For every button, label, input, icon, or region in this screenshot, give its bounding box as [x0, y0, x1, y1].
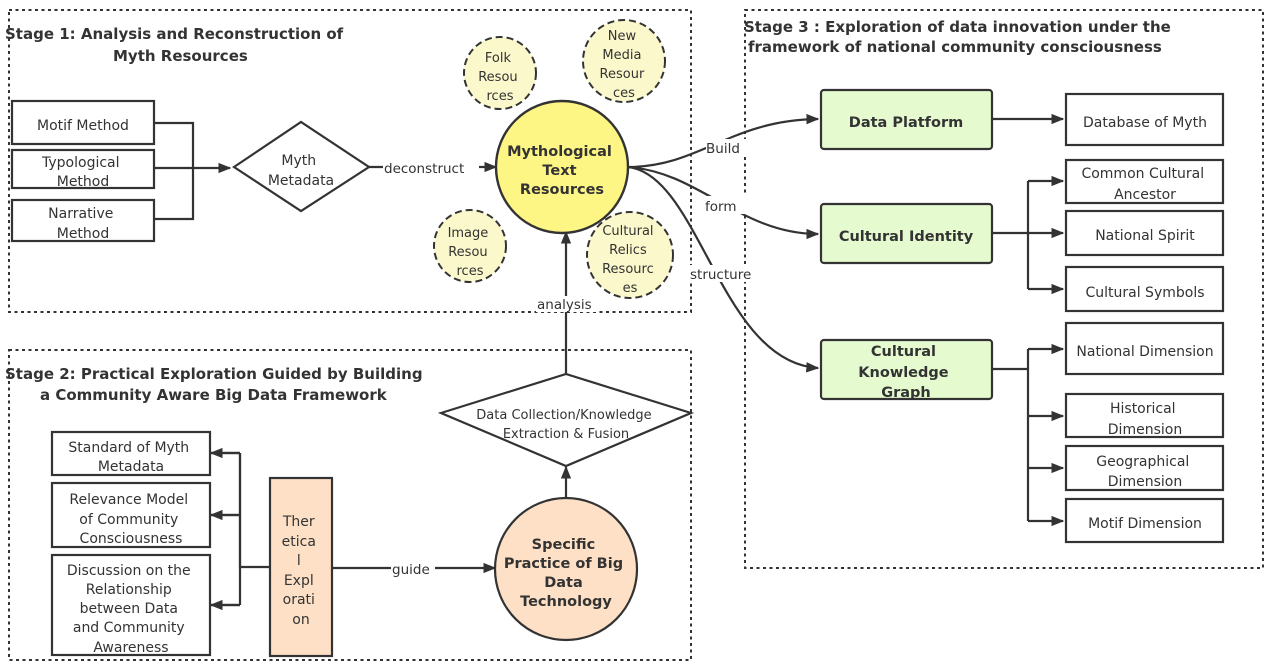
form-label: form	[705, 199, 736, 215]
svg-text:Common Cultural Ancestor: Common Cultural Ancestor	[1081, 166, 1208, 203]
cultural-identity-node[interactable]: Cultural Identity	[819, 202, 994, 265]
national-dimension-box[interactable]: National Dimension	[1064, 321, 1225, 376]
svg-text:Discussion on the Relati: Discussion on the Relationship between D…	[67, 563, 195, 656]
geographical-dimension-box[interactable]: Geographical Dimension	[1064, 444, 1225, 492]
cultural-knowledge-graph-node[interactable]: Cultural Knowledge Graph	[819, 338, 994, 401]
relevance-model-box[interactable]: Relevance Model of Community Consciousne…	[50, 481, 212, 549]
svg-text:Specific Practice of Big: Specific Practice of Big Data Technology	[504, 537, 628, 610]
svg-text:Standard of Myth Metadat: Standard of Myth Metadata	[68, 440, 193, 475]
deconstruct-label: deconstruct	[384, 161, 464, 177]
stage1-container	[8, 9, 692, 313]
svg-text:Cultural Symbols: Cultural Symbols	[1085, 285, 1204, 301]
svg-text:Motif Method: Motif Method	[37, 118, 129, 134]
folk-resources-bubble[interactable]: Folk Resou rces	[463, 36, 537, 110]
discussion-relationship-box[interactable]: Discussion on the Relationship between D…	[50, 553, 212, 657]
analysis-label: analysis	[537, 297, 592, 313]
stage2-container	[8, 349, 692, 661]
big-data-practice-node[interactable]: Specific Practice of Big Data Technology	[493, 496, 639, 642]
svg-text:Narrative Method: Narrative Method	[48, 206, 118, 242]
svg-text:Myth Metadata: Myth Metadata	[268, 153, 334, 189]
svg-text:Image Resou rces: Image Resou rces	[448, 226, 493, 279]
svg-text:Mythological Text: Mythological Text Resources	[507, 144, 617, 198]
method-box-narrative[interactable]: Narrative Method	[10, 198, 156, 243]
svg-text:National Spirit: National Spirit	[1095, 228, 1195, 244]
svg-text:Data Collection/Knowledge: Data Collection/Knowledge Extraction & F…	[476, 408, 655, 442]
svg-text:Motif Dimension: Motif Dimension	[1088, 516, 1202, 532]
national-spirit-box[interactable]: National Spirit	[1064, 209, 1225, 257]
svg-text:Ther etica l: Ther etica l Expl orati on	[282, 514, 321, 628]
stage1-title: Stage 1: Analysis and Reconstruction of …	[5, 25, 348, 65]
build-label: Build	[706, 141, 740, 157]
motif-dimension-box[interactable]: Motif Dimension	[1064, 497, 1225, 544]
guide-label: guide	[392, 562, 430, 578]
svg-text:Data Platform: Data Platform	[849, 115, 963, 131]
method-box-typological[interactable]: Typological Method	[10, 148, 156, 190]
common-cultural-ancestor-box[interactable]: Common Cultural Ancestor	[1064, 158, 1225, 205]
new-media-resources-bubble[interactable]: New Media Resour ces	[582, 19, 666, 103]
cultural-symbols-box[interactable]: Cultural Symbols	[1064, 265, 1225, 313]
stage2-title: Stage 2: Practical Exploration Guided by…	[5, 365, 428, 404]
myth-metadata-diamond[interactable]: Myth Metadata	[232, 120, 372, 213]
method-box-motif[interactable]: Motif Method	[10, 99, 156, 146]
structure-label: structure	[690, 267, 751, 283]
methods-connector	[154, 121, 230, 221]
stage3-container	[744, 9, 1264, 569]
svg-text:Cultural Knowledge: Cultural Knowledge Graph	[858, 344, 953, 401]
data-collection-diamond[interactable]: Data Collection/Knowledge Extraction & F…	[437, 372, 695, 468]
cultural-relics-resources-bubble[interactable]: Cultural Relics Resourc es	[586, 211, 674, 299]
standard-myth-metadata-box[interactable]: Standard of Myth Metadata	[50, 430, 212, 477]
stage3-title: Stage 3 : Exploration of data innovation…	[744, 18, 1176, 56]
svg-text:Typological Method: Typological Method	[41, 155, 124, 190]
historical-dimension-box[interactable]: Historical Dimension	[1064, 392, 1225, 439]
svg-text:Cultural Relics Re: Cultural Relics Resourc es	[602, 224, 658, 296]
svg-text:National Dimension: National Dimension	[1076, 344, 1213, 360]
image-resources-bubble[interactable]: Image Resou rces	[433, 209, 507, 283]
theoretical-exploration-node[interactable]: Ther etica l Expl orati on	[268, 476, 334, 658]
svg-text:Relevance Model of Commu: Relevance Model of Community Consciousne…	[69, 492, 192, 547]
svg-text:Database of Myth: Database of Myth	[1083, 115, 1207, 131]
data-platform-node[interactable]: Data Platform	[819, 88, 994, 151]
svg-text:Geographical Dimension: Geographical Dimension	[1096, 454, 1194, 490]
database-of-myth-box[interactable]: Database of Myth	[1064, 92, 1225, 147]
svg-text:Folk Resou rces: Folk Resou rces	[478, 51, 522, 104]
svg-text:Historical Dimension: Historical Dimension	[1108, 401, 1182, 438]
svg-text:New Media Resour: New Media Resour ces	[600, 29, 649, 101]
svg-text:Cultural Identity: Cultural Identity	[839, 229, 974, 245]
mythological-text-resources-node[interactable]: Mythological Text Resources	[494, 99, 630, 235]
